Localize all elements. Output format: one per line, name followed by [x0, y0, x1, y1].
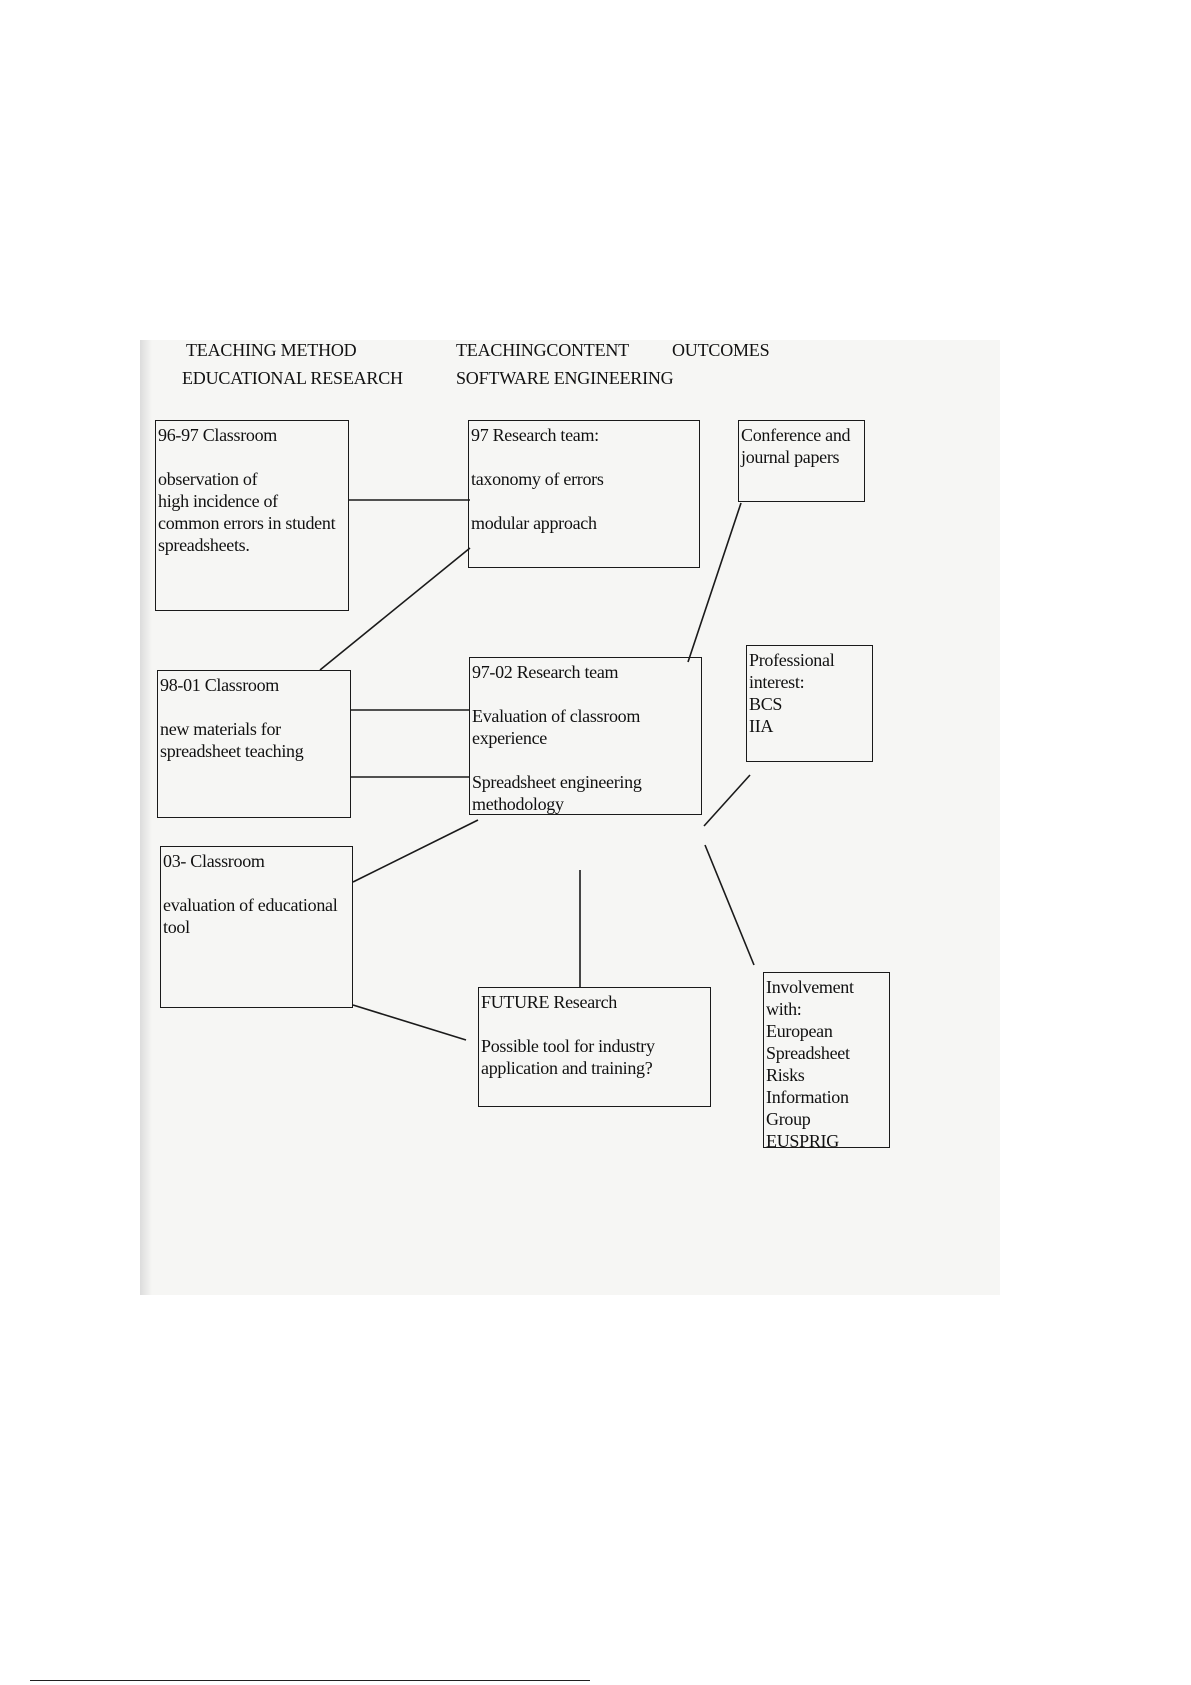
box-title: 97-02 Research team	[472, 662, 619, 682]
box-involvement-eusprig: Involvement with: European Spreadsheet R…	[763, 972, 890, 1151]
box-line: Involvement	[766, 977, 854, 997]
box-line: spreadsheet teaching	[160, 741, 304, 761]
box-line: tool	[163, 917, 190, 937]
box-line: high incidence of	[158, 491, 278, 511]
box-line: methodology	[472, 794, 564, 814]
box-line: IIA	[749, 716, 774, 736]
box-title: 03- Classroom	[163, 851, 265, 871]
box-classroom-96-97: 96-97 Classroom observation of high inci…	[155, 420, 349, 611]
line-gap	[471, 490, 697, 512]
box-line: with:	[766, 999, 802, 1019]
box-line: Spreadsheet engineering	[472, 772, 642, 792]
box-line: application and training?	[481, 1058, 653, 1078]
connector-classroom03-future	[352, 1004, 467, 1041]
connector-classroom03-research9702	[352, 819, 479, 883]
connector-professional	[703, 774, 751, 827]
box-line: Conference and	[741, 425, 851, 445]
box-line: Group	[766, 1109, 811, 1129]
header-outcomes: OUTCOMES	[672, 340, 770, 360]
header-teaching-method: TEACHING METHOD	[186, 340, 357, 360]
box-conference-papers: Conference and journal papers	[738, 420, 865, 502]
box-line: common errors in student	[158, 513, 336, 533]
box-title: 96-97 Classroom	[158, 425, 277, 445]
box-line: European	[766, 1021, 833, 1041]
box-line: journal papers	[741, 447, 840, 467]
scan-edge-shadow	[140, 340, 152, 1295]
header-software-engineering: SOFTWARE ENGINEERING	[456, 368, 674, 388]
box-line: EUSPRIG	[766, 1131, 839, 1151]
box-title: 97 Research team:	[471, 425, 599, 445]
box-line: experience	[472, 728, 547, 748]
box-line: Evaluation of classroom	[472, 706, 641, 726]
box-line: Spreadsheet	[766, 1043, 850, 1063]
box-research-97-02: 97-02 Research team Evaluation of classr…	[469, 657, 702, 815]
connector-research97-classroom98	[319, 547, 471, 671]
box-future-research: FUTURE Research Possible tool for indust…	[478, 987, 711, 1107]
box-classroom-98-01: 98-01 Classroom new materials for spread…	[157, 670, 351, 818]
box-line: BCS	[749, 694, 783, 714]
box-classroom-03: 03- Classroom evaluation of educational …	[160, 846, 353, 1008]
box-line: observation of	[158, 469, 258, 489]
header-teaching-content: TEACHINGCONTENT	[456, 340, 629, 360]
footnote-rule	[30, 1680, 590, 1681]
box-research-97: 97 Research team: taxonomy of errors mod…	[468, 420, 700, 568]
box-professional-interest: Professional interest: BCS IIA	[746, 645, 873, 762]
box-line: spreadsheets.	[158, 535, 250, 555]
box-line: new materials for	[160, 719, 281, 739]
box-title: FUTURE Research	[481, 992, 617, 1012]
line-gap	[472, 749, 699, 771]
box-line: Professional	[749, 650, 835, 670]
box-title: 98-01 Classroom	[160, 675, 279, 695]
header-educational-research: EDUCATIONAL RESEARCH	[182, 368, 403, 388]
box-line: modular approach	[471, 513, 597, 533]
box-line: Information	[766, 1087, 849, 1107]
box-line: evaluation of educational	[163, 895, 338, 915]
connector-involvement	[704, 844, 755, 966]
connector-conference-research9702	[687, 502, 742, 663]
box-line: taxonomy of errors	[471, 469, 604, 489]
box-line: interest:	[749, 672, 805, 692]
box-line: Possible tool for industry	[481, 1036, 655, 1056]
box-line: Risks	[766, 1065, 805, 1085]
